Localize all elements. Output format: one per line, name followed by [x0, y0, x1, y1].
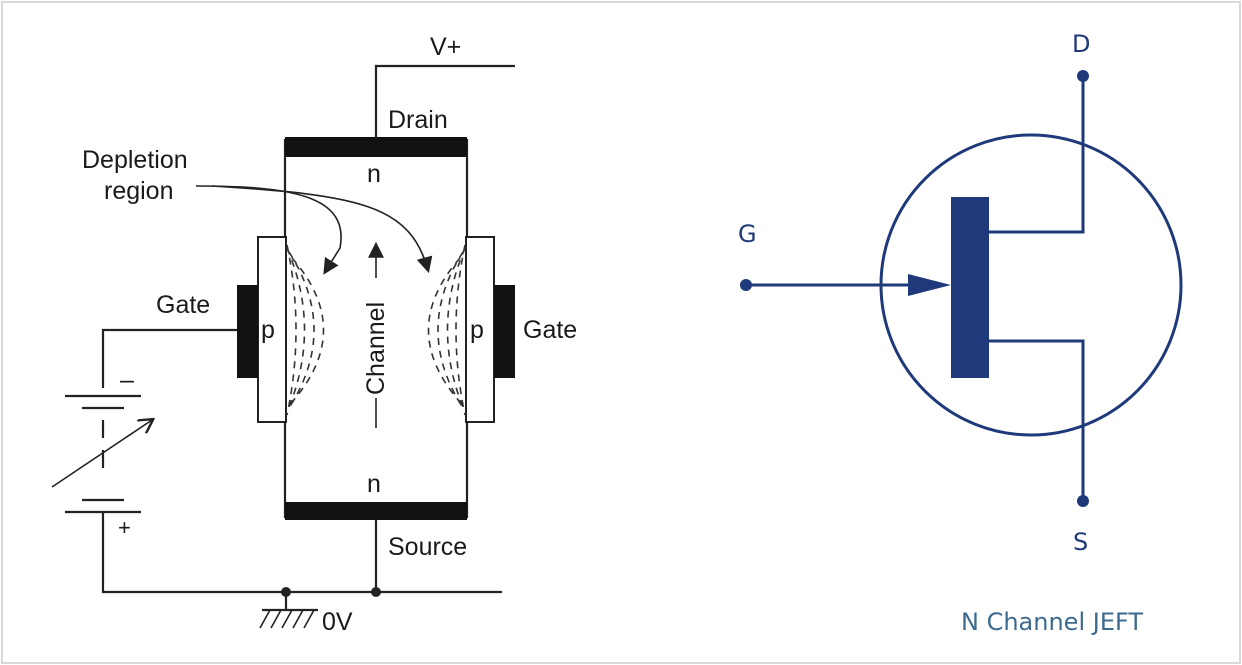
junction-source [371, 587, 381, 597]
gate-contact-left [237, 285, 258, 378]
depletion-region-right [427, 244, 466, 416]
symbol-channel-bar [951, 197, 989, 378]
source-label: Source [388, 533, 467, 561]
battery-plus-label: + [118, 515, 131, 540]
ground-label: 0V [322, 608, 353, 636]
ground-symbol [259, 592, 318, 629]
gate-label-right: Gate [523, 316, 577, 344]
gate-contact-right [494, 285, 515, 378]
depletion-label-line2: region [104, 177, 174, 205]
ground-rail [101, 512, 502, 594]
gate-terminal [740, 279, 752, 291]
depletion-arrow-right [211, 185, 433, 274]
drain-terminal [1077, 70, 1089, 82]
source-contact [285, 502, 467, 520]
gate-arrow-icon [908, 274, 951, 296]
channel-label-bg [364, 278, 388, 398]
jfet-structure: V+ Drain n n Source p Gate p Gate [51, 33, 577, 636]
gate-terminal-label: G [738, 220, 757, 248]
gate-wire [101, 328, 237, 388]
source-terminal [1077, 495, 1089, 507]
n-region-bottom: n [367, 470, 381, 498]
depletion-region-left [286, 244, 325, 416]
jfet-symbol: D S G N Channel JEFT [738, 30, 1183, 636]
channel-label: Channel [362, 302, 390, 395]
depletion-label-line1: Depletion [82, 146, 188, 174]
supply-label: V+ [430, 33, 461, 61]
drain-contact [285, 137, 467, 157]
symbol-caption: N Channel JEFT [961, 608, 1143, 636]
drain-terminal-label: D [1072, 30, 1090, 58]
source-lead [989, 339, 1085, 501]
source-terminal-label: S [1073, 528, 1088, 556]
gate-label-left: Gate [156, 291, 210, 319]
drain-label: Drain [388, 106, 448, 134]
p-region-right [465, 236, 495, 423]
drain-lead [989, 76, 1085, 234]
variable-arrow [51, 420, 152, 488]
supply-wire [374, 64, 515, 137]
p-label-right: p [470, 316, 484, 344]
battery-minus-label: – [120, 366, 134, 394]
p-region-left [257, 236, 287, 423]
n-region-top: n [367, 160, 381, 188]
p-label-left: p [261, 316, 275, 344]
